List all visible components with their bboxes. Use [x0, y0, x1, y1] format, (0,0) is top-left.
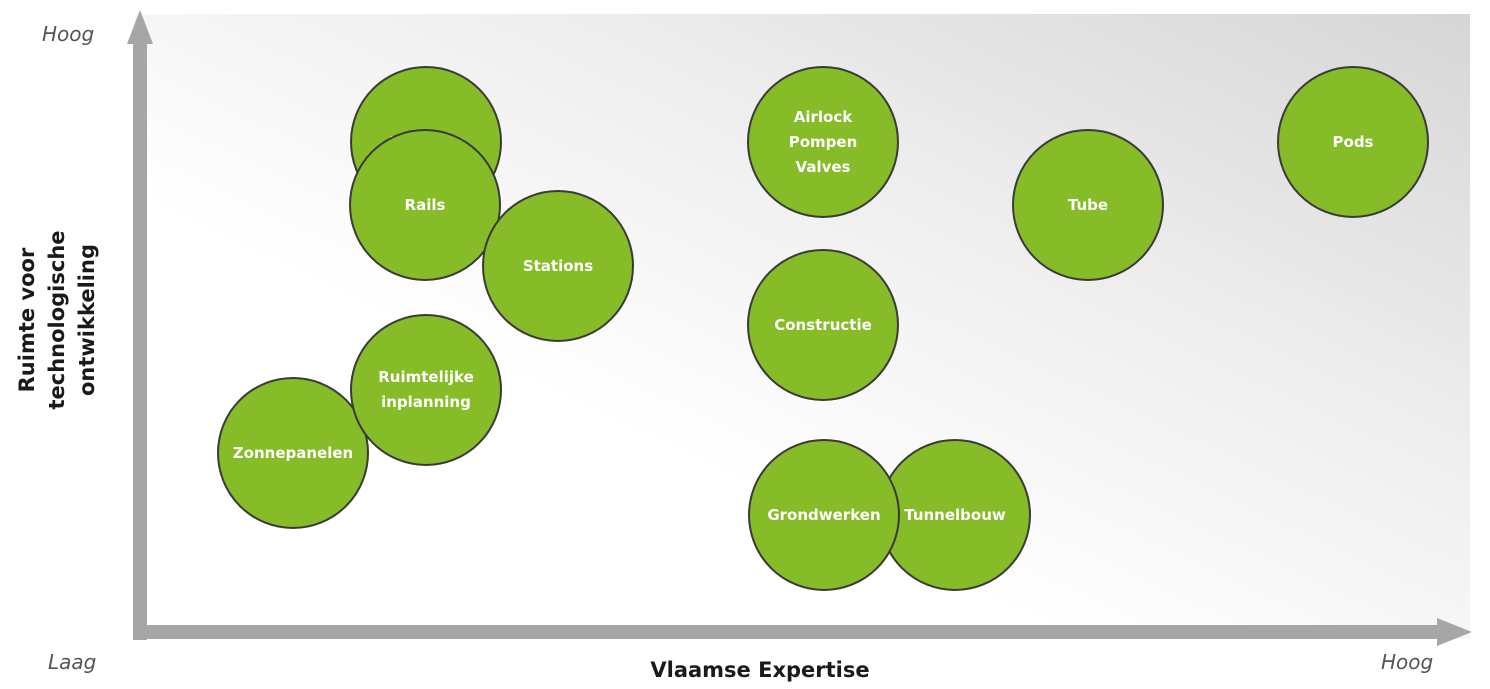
x-axis-arrowhead	[1437, 618, 1472, 646]
bubble-tunnelbouw: Tunnelbouw	[879, 439, 1031, 591]
x-axis-line	[133, 625, 1443, 639]
bubble-zonnepanelen: Zonnepanelen	[217, 377, 369, 529]
y-axis-high-label: Hoog	[42, 22, 95, 46]
bubble-pods: Pods	[1277, 66, 1429, 218]
bubble-stations: Stations	[482, 190, 634, 342]
bubble-airlock-pompen-valves: Airlock Pompen Valves	[747, 66, 899, 218]
bubble-rails: Rails	[349, 129, 501, 281]
bubble-grondwerken: Grondwerken	[748, 439, 900, 591]
bubble-ruimtelijke-inplanning: Ruimtelijke inplanning	[350, 314, 502, 466]
x-axis-title: Vlaamse Expertise	[650, 658, 870, 682]
x-axis-high-label: Hoog	[1381, 650, 1434, 674]
bubble-tube: Tube	[1012, 129, 1164, 281]
bubble-constructie: Constructie	[747, 249, 899, 401]
x-axis-low-label: Laag	[48, 650, 97, 674]
y-axis-line	[133, 40, 147, 640]
y-axis-title: Ruimte voor technologische ontwikkeling	[15, 230, 99, 410]
y-axis-arrowhead	[127, 10, 153, 44]
